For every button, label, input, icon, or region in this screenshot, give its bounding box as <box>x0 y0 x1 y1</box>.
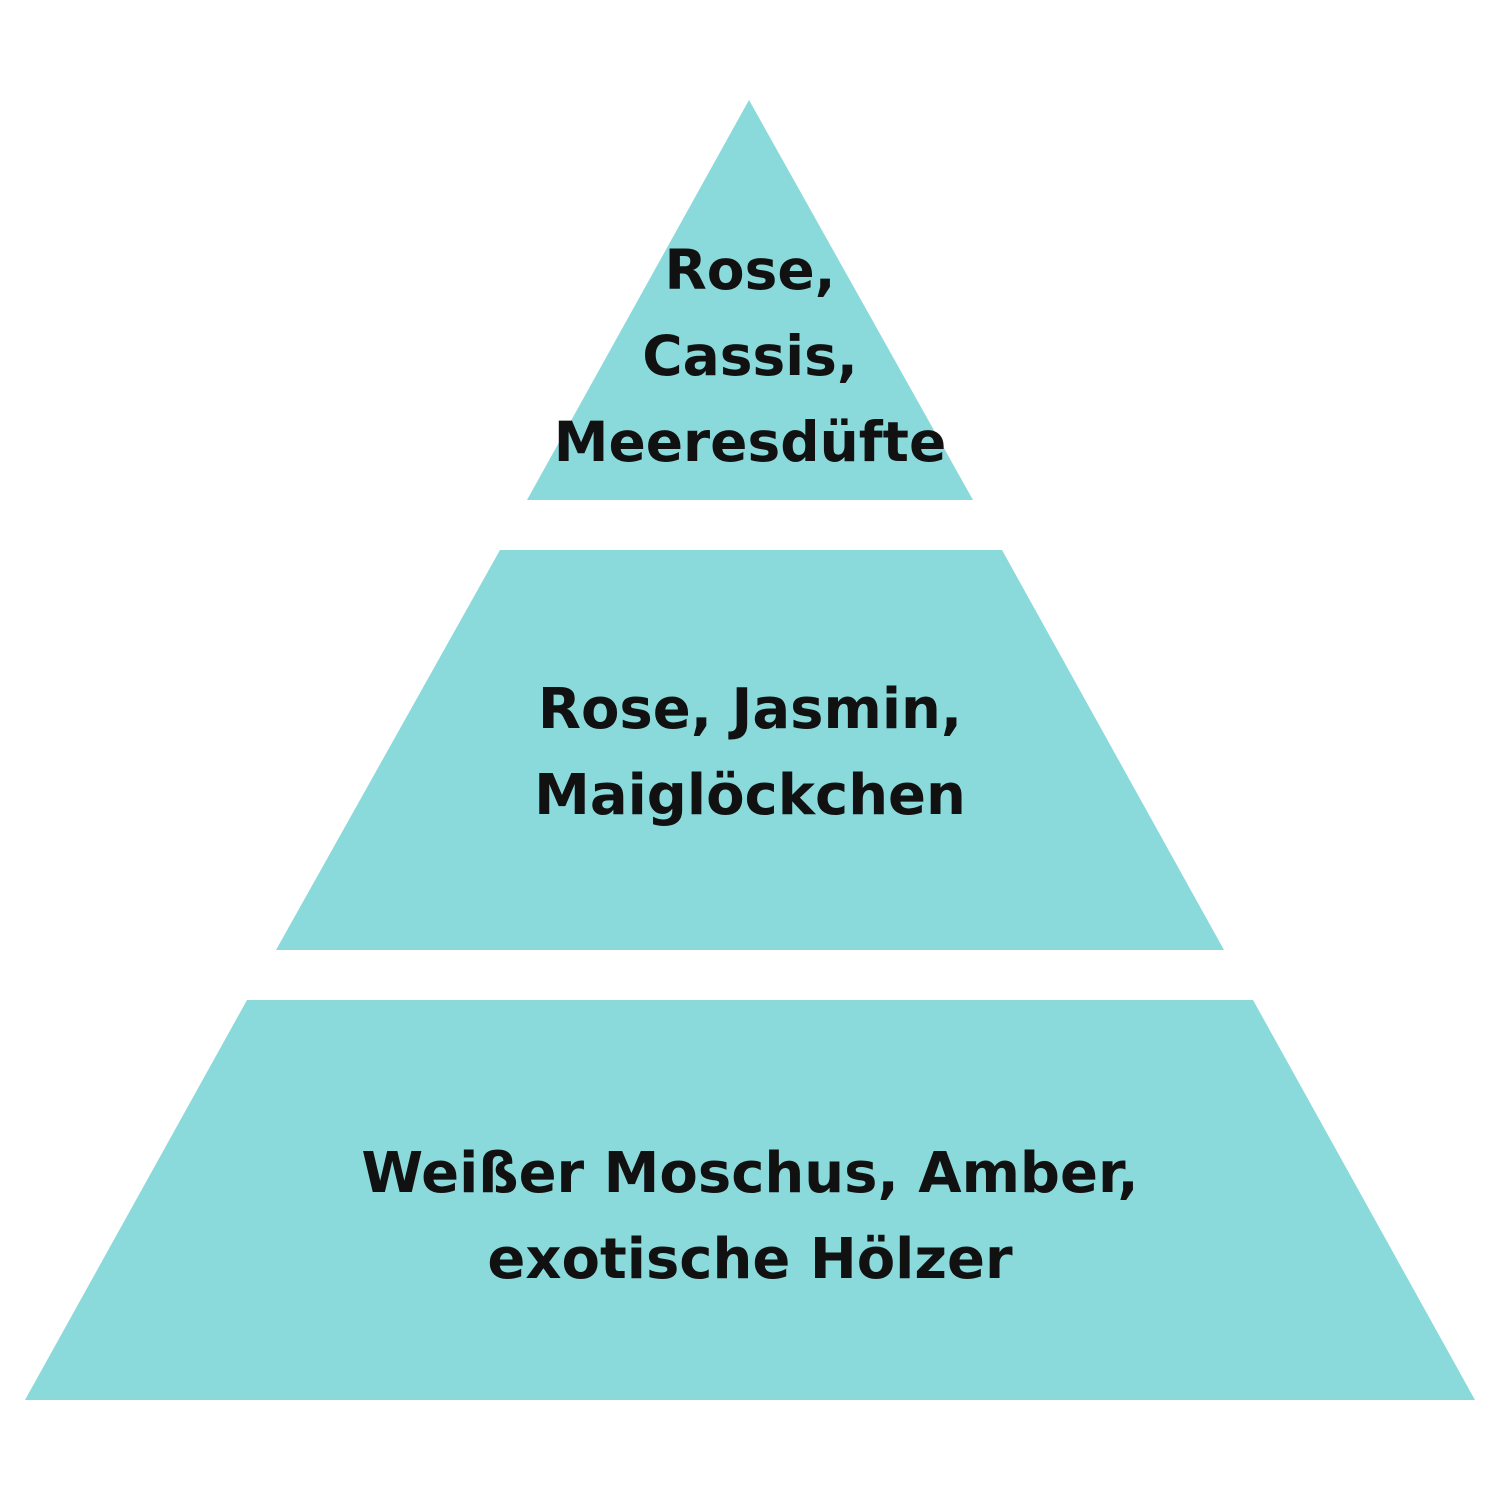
tier-top-line-3: Meeresdüfte <box>553 410 947 474</box>
tier-top-label: Rose, Cassis, Meeresdüfte <box>0 227 1500 485</box>
tier-bottom-line-2: exotische Hölzer <box>487 1227 1013 1292</box>
pyramid-tier-bottom-shape <box>25 1000 1475 1400</box>
tier-middle-line-2: Maiglöckchen <box>534 763 966 828</box>
tier-top-line-1: Rose, <box>664 238 836 302</box>
pyramid-tier-middle-shape <box>276 550 1224 950</box>
tier-middle-line-1: Rose, Jasmin, <box>537 677 963 742</box>
tier-bottom-line-1: Weißer Moschus, Amber, <box>361 1141 1139 1206</box>
tier-bottom-label: Weißer Moschus, Amber, exotische Hölzer <box>0 1131 1500 1303</box>
pyramid-tier-top-shape <box>527 100 973 500</box>
tier-middle-label: Rose, Jasmin, Maiglöckchen <box>0 667 1500 839</box>
tier-top-line-2: Cassis, <box>642 324 858 388</box>
